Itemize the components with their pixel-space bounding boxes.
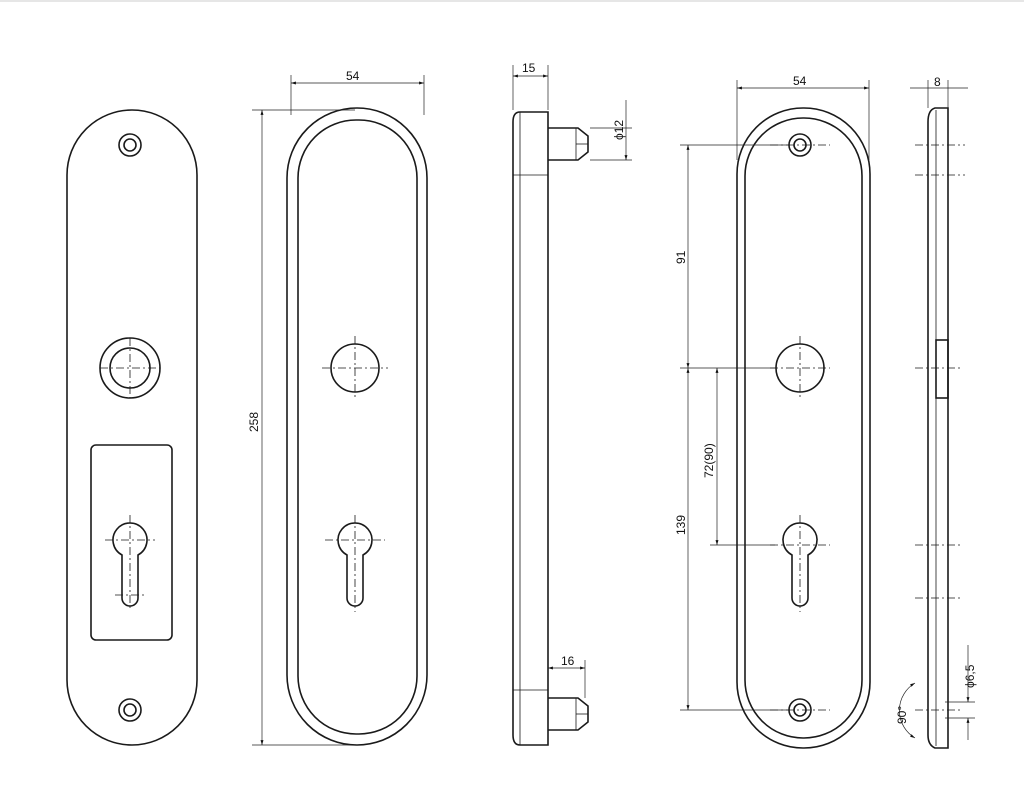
- dim-thickness: 15: [522, 61, 536, 75]
- back-plate-view: 54 91 139 72(90): [674, 74, 871, 749]
- dim-width: 54: [346, 69, 360, 83]
- dim-spindle-diameter: ϕ12: [612, 120, 626, 140]
- front-plate-view: [66, 109, 198, 746]
- screw-icon: [118, 698, 142, 722]
- dim-hole-diameter: ϕ6,5: [963, 664, 977, 688]
- edge-view: 8 ϕ6,5 90°: [895, 75, 977, 749]
- dim-countersink-angle: 90°: [895, 706, 909, 724]
- side-profile-view: 15 ϕ12 16: [512, 61, 632, 746]
- dim-handle-to-bottom: 139: [674, 515, 688, 535]
- screw-icon: [118, 133, 142, 157]
- dim-bottom-stub: 16: [561, 654, 575, 668]
- plate-outline-view: 54 258: [247, 69, 428, 746]
- dim-top-to-handle: 91: [674, 250, 688, 264]
- dim-handle-to-cylinder: 72(90): [702, 443, 716, 478]
- dim-width: 54: [793, 74, 807, 88]
- dim-height: 258: [247, 412, 261, 432]
- dim-thickness: 8: [934, 75, 941, 89]
